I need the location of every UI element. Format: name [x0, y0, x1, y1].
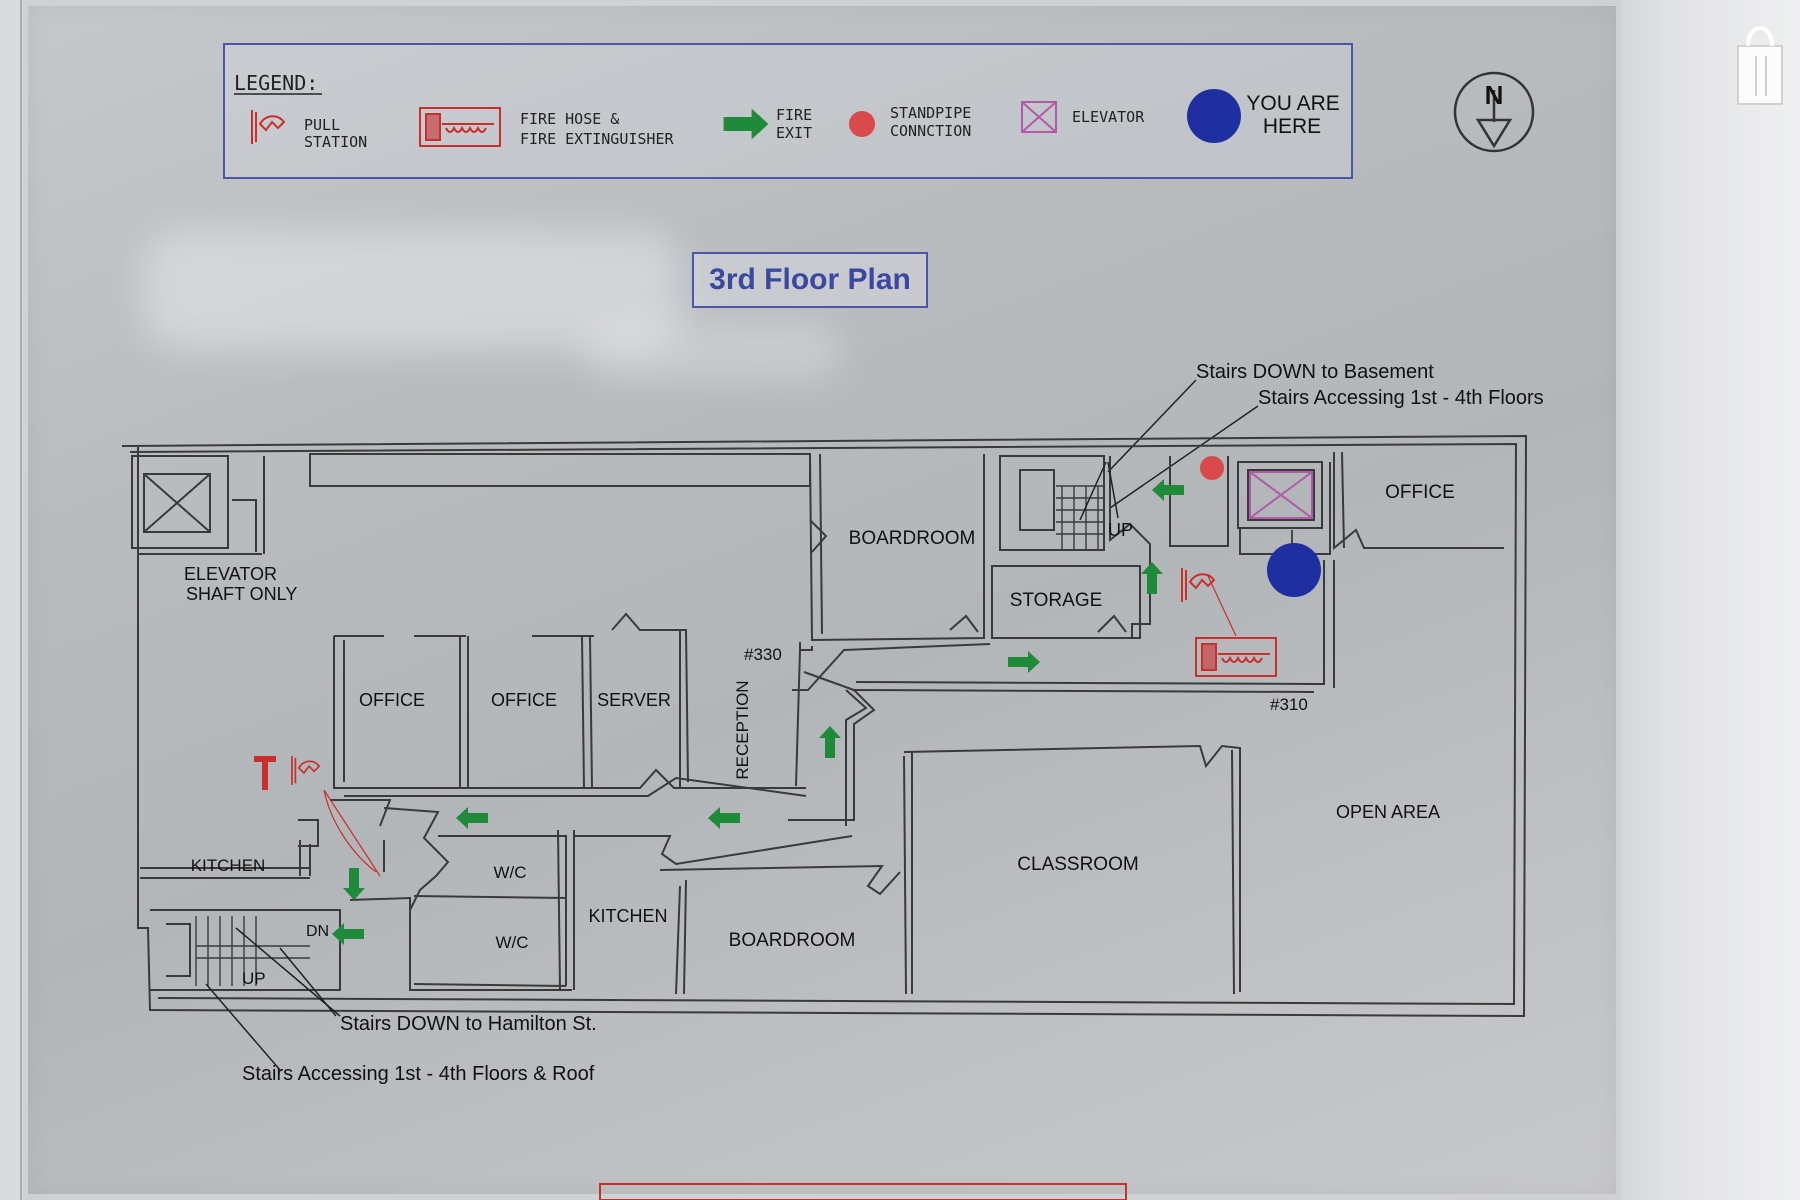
stairs-sw-dn: DN: [306, 923, 329, 940]
room-wc-2: W/C: [495, 933, 528, 952]
wall-background: [1615, 0, 1800, 1200]
compass-letter: N: [1485, 80, 1504, 110]
legend-elevator: ELEVATOR: [1072, 108, 1145, 126]
fire-extinguisher-w-icon: [254, 756, 276, 790]
room-elevator-shaft: ELEVATOR SHAFT ONLY: [184, 564, 297, 604]
room-reception: RECEPTION: [733, 680, 752, 779]
room-open-area: OPEN AREA: [1336, 802, 1440, 822]
fire-hose-ne-icon: [1195, 637, 1277, 677]
exit-arrow-icon: [343, 868, 365, 900]
legend-you-are-here: YOU ARE HERE: [1246, 92, 1345, 138]
room-office-1: OFFICE: [359, 690, 425, 710]
room-server: SERVER: [597, 690, 671, 710]
legend-pull-station: PULL STATION: [304, 116, 367, 151]
exit-arrow-icon: [1152, 479, 1184, 501]
legend: LEGEND: PULL STATION FIRE HOSE & FIRE EX…: [223, 43, 1353, 179]
standpipe-icon: [849, 111, 875, 137]
building-walls: [121, 434, 1528, 1018]
room-boardroom-s: BOARDROOM: [729, 930, 856, 951]
room-number-330: #330: [744, 645, 782, 664]
stairs-ne-down-label: Stairs DOWN to Basement: [1196, 361, 1434, 383]
pull-station-ne-icon: [1181, 567, 1215, 603]
stairs-ne-up: UP: [1108, 520, 1133, 540]
standpipe-marker-icon: [1200, 456, 1224, 480]
legend-standpipe: STANDPIPE CONNCTION: [890, 104, 980, 140]
legend-title: LEGEND:: [234, 71, 318, 95]
room-classroom: CLASSROOM: [1017, 854, 1138, 875]
bottom-notice-edge: [599, 1183, 1127, 1200]
exit-arrow-icon: [1141, 562, 1163, 594]
room-office-2: OFFICE: [491, 690, 557, 710]
page-title: 3rd Floor Plan: [692, 252, 928, 308]
room-kitchen-s: KITCHEN: [588, 906, 667, 926]
exit-arrow-icon: [1008, 651, 1040, 673]
elevator-icon: [1021, 101, 1057, 133]
stairs-sw-down-label: Stairs DOWN to Hamilton St.: [340, 1013, 597, 1035]
exit-arrow-icon: [708, 807, 740, 829]
legend-pull-line1: PULL: [304, 116, 340, 134]
legend-fire-exit: FIRE EXIT: [776, 106, 821, 142]
shopping-bag-icon: [1737, 26, 1783, 105]
elevator-ne: [1249, 471, 1313, 519]
stairs-sw-access-label: Stairs Accessing 1st - 4th Floors & Roof: [242, 1063, 595, 1085]
exit-arrow-icon: [819, 726, 841, 758]
room-office-ne: OFFICE: [1385, 482, 1455, 503]
legend-fire-hose: FIRE HOSE & FIRE EXTINGUISHER: [520, 110, 674, 148]
stairs-sw-up: UP: [242, 969, 266, 988]
room-storage: STORAGE: [1010, 590, 1103, 611]
stairs-ne-access-label: Stairs Accessing 1st - 4th Floors: [1258, 387, 1544, 409]
north-compass-icon: N: [1453, 71, 1535, 153]
legend-pull-line2: STATION: [304, 133, 367, 151]
room-boardroom-top: BOARDROOM: [849, 528, 976, 549]
room-wc-1: W/C: [493, 863, 526, 882]
room-labels: ELEVATOR SHAFT ONLY BOARDROOM STORAGE OF…: [184, 482, 1455, 952]
pull-station-w-icon: [291, 755, 321, 786]
you-are-here-icon: [1187, 89, 1241, 143]
room-kitchen-w: KITCHEN: [191, 856, 266, 875]
room-number-310: #310: [1270, 695, 1308, 714]
exit-arrow-icon: [332, 923, 364, 945]
you-are-here-marker-icon: [1267, 543, 1321, 597]
exit-arrow-icon: [456, 807, 488, 829]
